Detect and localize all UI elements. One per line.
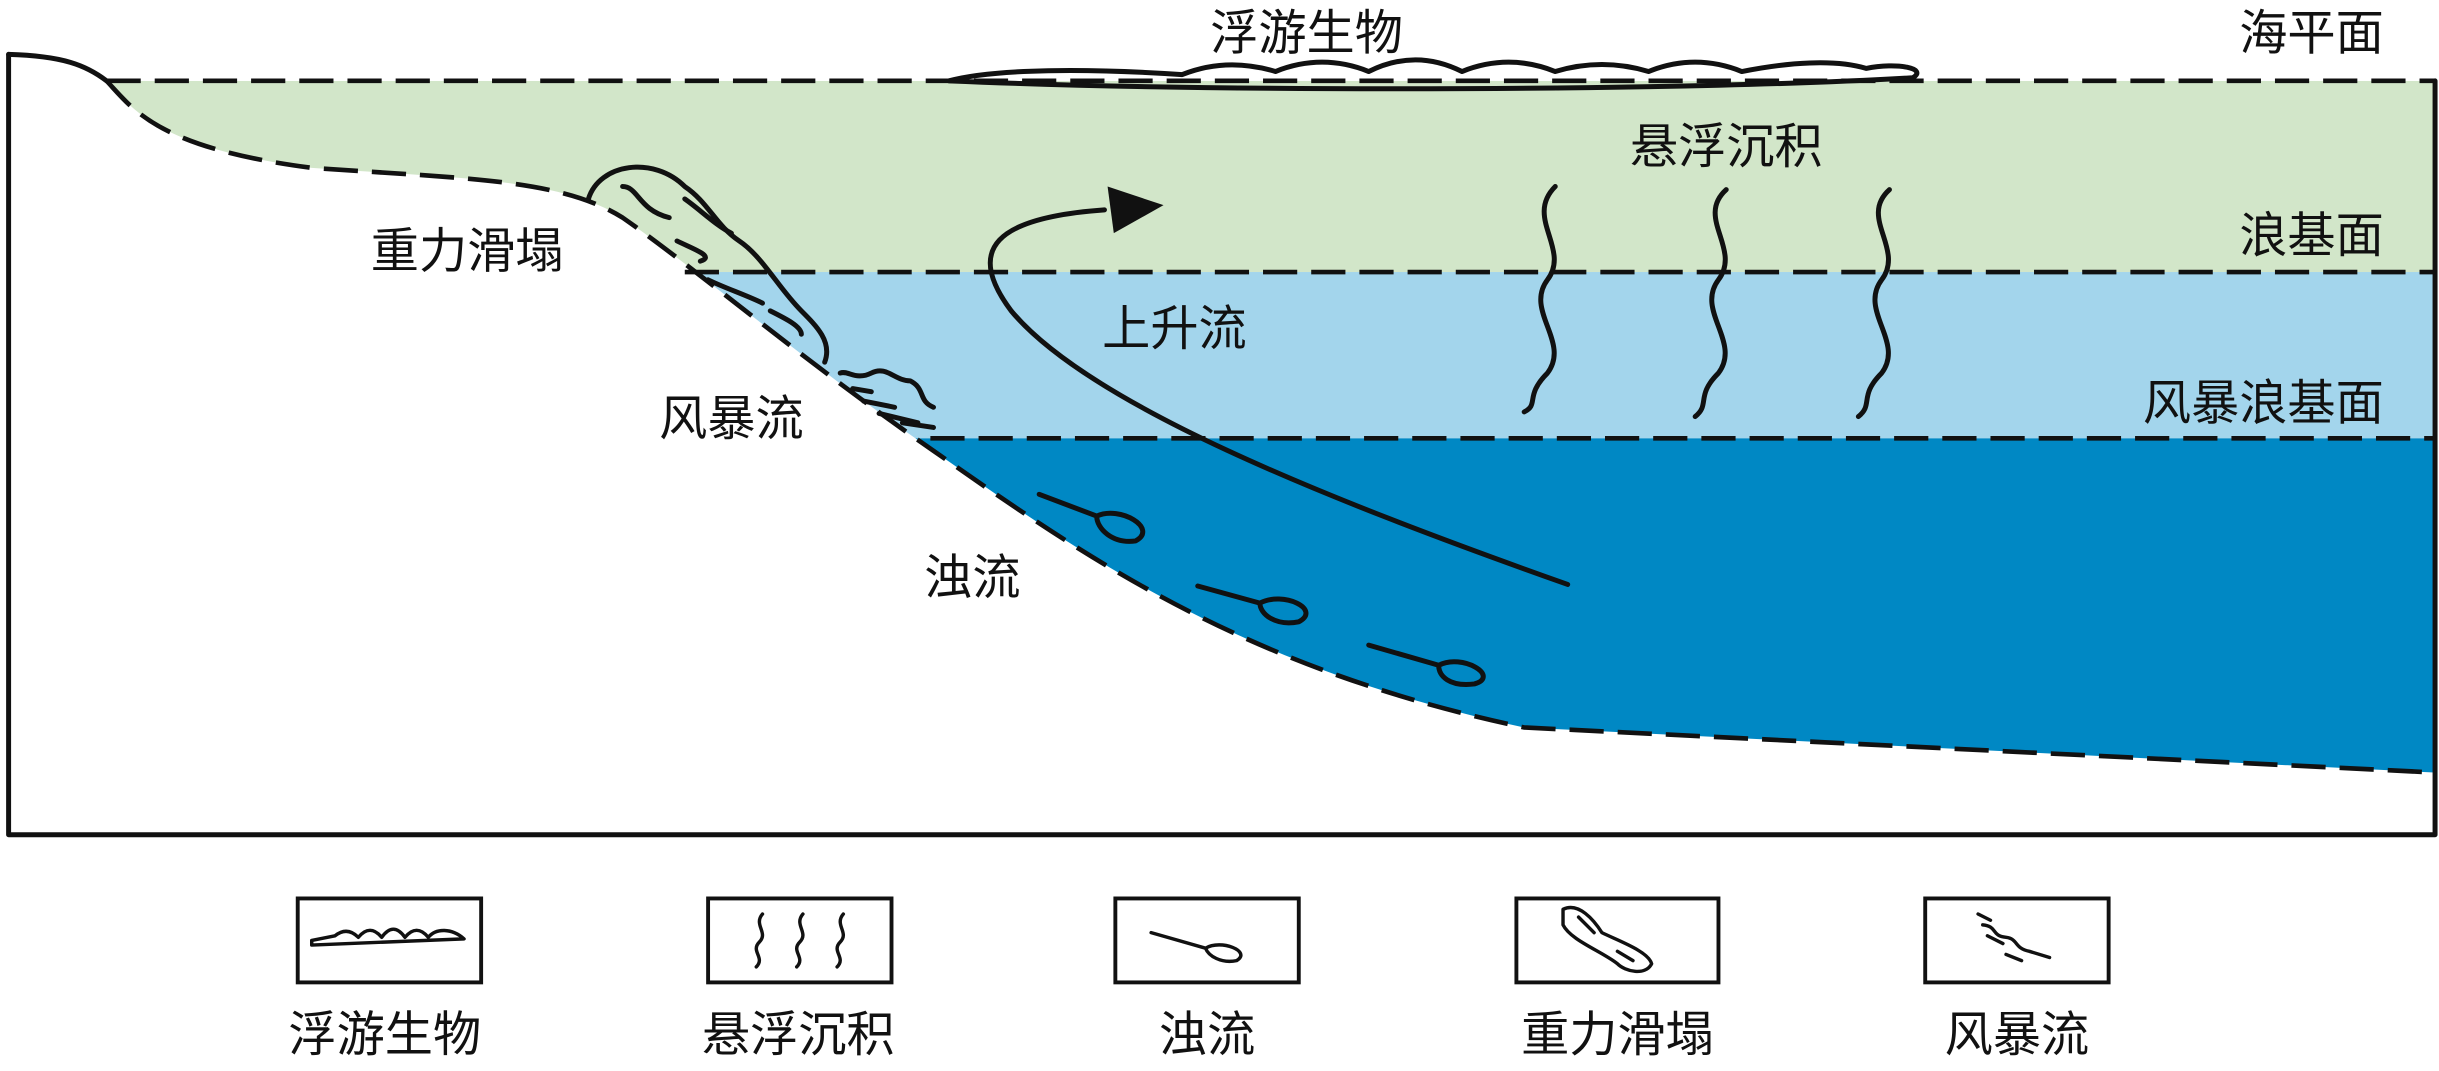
legend-icon-storm-flow — [1976, 912, 2052, 963]
suspension-sediment-symbol — [1521, 184, 1892, 420]
arrow-head-icon — [1107, 186, 1164, 234]
legend-icon-suspension — [754, 912, 846, 969]
legend-icon-plankton — [310, 927, 466, 947]
label-plankton: 浮游生物 — [1210, 6, 1403, 62]
legend-icon-turbidity — [1149, 930, 1243, 964]
legend-box-suspension — [706, 896, 894, 985]
label-suspension: 悬浮沉积 — [1630, 119, 1823, 175]
land-surface — [6, 51, 110, 84]
storm-flow-symbol — [837, 368, 936, 430]
legend-box-turbidity — [1113, 896, 1301, 985]
legend-label-turbidity: 浊流 — [1159, 1007, 1255, 1063]
legend-box-gravity-slump — [1514, 896, 1721, 985]
label-upwelling: 上升流 — [1102, 301, 1247, 357]
gravity-slump-body — [585, 164, 830, 365]
label-storm-flow: 风暴流 — [659, 391, 804, 447]
label-gravity-slump: 重力滑塌 — [371, 223, 564, 279]
water-zones — [106, 80, 2436, 773]
legend: 浮游生物 悬浮沉积 浊流 重力滑塌 风暴流 — [288, 896, 2111, 1063]
legend-icon-gravity-slump — [1561, 905, 1654, 974]
plankton-symbol — [946, 57, 1920, 92]
legend-box-storm-flow — [1923, 896, 2111, 985]
label-wave-base: 浪基面 — [2239, 208, 2384, 264]
label-turbidity: 浊流 — [924, 550, 1020, 606]
legend-label-gravity-slump: 重力滑塌 — [1521, 1007, 1714, 1063]
frame — [6, 51, 2438, 838]
legend-label-plankton: 浮游生物 — [288, 1007, 481, 1063]
gravity-slump-folds — [620, 184, 804, 337]
label-storm-wave-base: 风暴浪基面 — [2143, 376, 2384, 432]
turbidity-symbols — [1036, 491, 1486, 687]
legend-box-plankton — [295, 896, 484, 985]
legend-label-suspension: 悬浮沉积 — [702, 1007, 895, 1063]
upwelling-arrow — [987, 207, 1571, 587]
label-sea-level: 海平面 — [2239, 6, 2384, 62]
deep-zone — [106, 438, 2436, 773]
legend-label-storm-flow: 风暴流 — [1945, 1007, 2090, 1063]
shallow-zone — [106, 80, 2436, 273]
